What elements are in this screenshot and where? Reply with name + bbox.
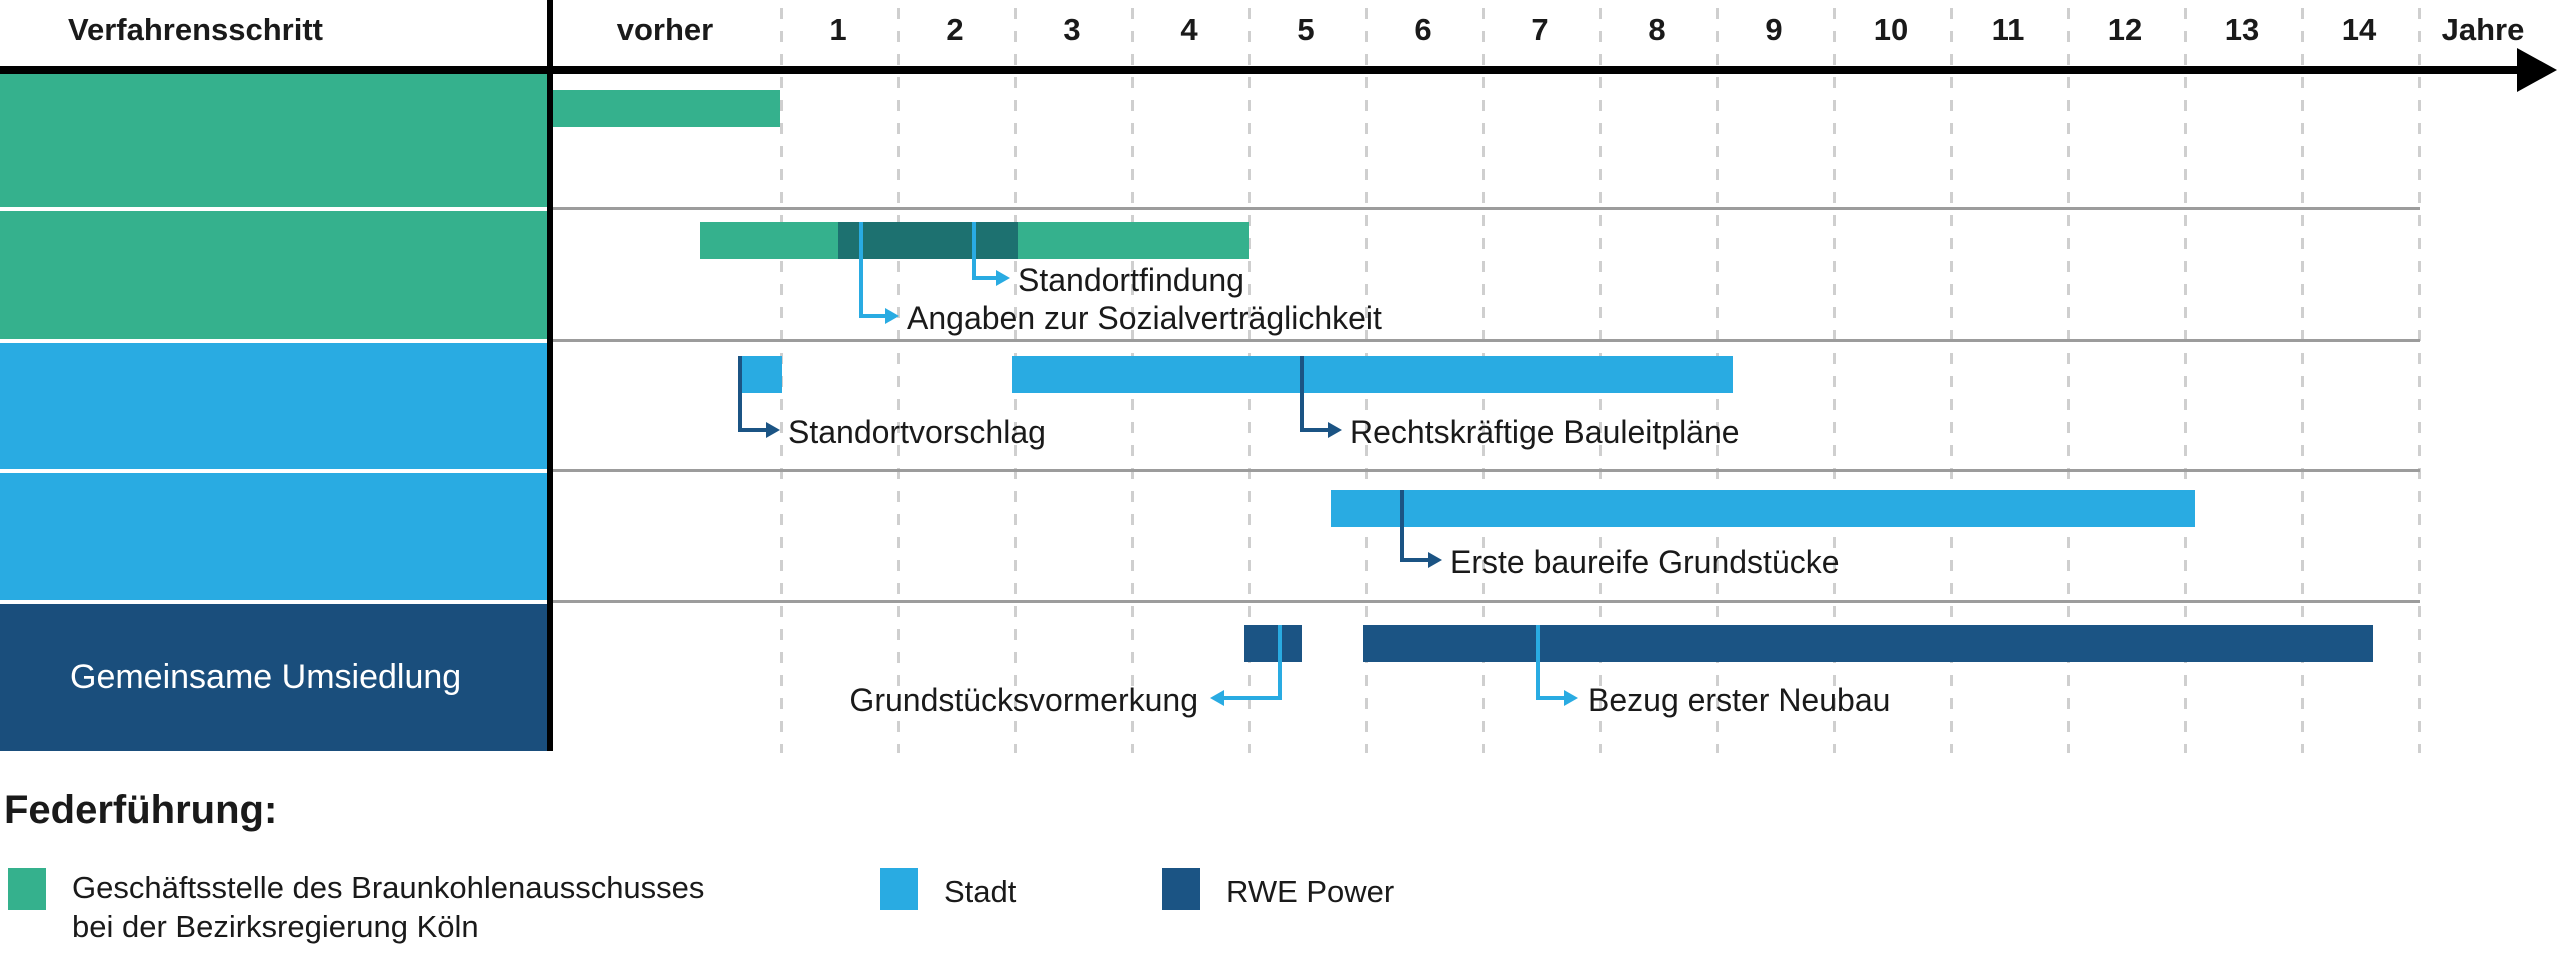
axis-tick-1: 1 [829,12,847,47]
legend-label-line2: bei der Bezirksregierung Köln [72,909,479,944]
legend-label-stadt: Stadt [944,874,1017,909]
annotation-bauleitplaene: Rechtskräftige Bauleitpläne [1350,414,1740,450]
timeline-axis-line [0,66,2545,74]
arrow-right-icon [996,270,1010,286]
connector-line [1536,625,1540,700]
axis-tick-12: 12 [2107,12,2143,47]
axis-tick-13: 13 [2224,12,2260,47]
bar-row5-short [1244,625,1302,662]
axis-tick-7: 7 [1531,12,1549,47]
axis-tick-10: 10 [1873,12,1909,47]
annotation-standortvorschlag: Standortvorschlag [788,414,1046,450]
connector-line [1278,625,1282,700]
axis-tick-9: 9 [1765,12,1783,47]
connector-line [1300,356,1304,432]
row-label-box-2 [0,211,547,339]
row-separator [553,339,2420,342]
annotation-neubau: Bezug erster Neubau [1588,682,1891,718]
annotation-vormerkung: Grundstücksvormerkung [849,682,1198,718]
legend-label-rwe-power: RWE Power [1226,874,1395,909]
row-label-box-5: Gemeinsame Umsiedlung [0,604,547,751]
connector-line [972,276,996,280]
connector-line [859,314,885,318]
label-column-divider [547,0,553,751]
legend-swatch-lightblue [880,868,918,910]
row-label-box-3 [0,343,547,469]
connector-line [1400,558,1428,562]
year-gridline [1950,8,1953,753]
bar-row1-vorher [553,90,780,127]
timeline-axis-arrowhead-icon [2517,48,2557,92]
axis-unit-jahre: Jahre [2441,12,2525,47]
arrow-right-icon [885,308,899,324]
axis-tick-11: 11 [1991,12,2025,47]
year-gridline [2301,8,2304,753]
arrow-left-icon [1210,690,1224,706]
arrow-right-icon [1328,422,1342,438]
year-gridline [2418,8,2421,753]
legend-swatch-green [8,868,46,910]
connector-line [972,222,976,280]
row-separator [553,207,2420,210]
row-separator [553,600,2420,603]
connector-line [1400,490,1404,562]
bar-row5-long [1363,625,2373,662]
axis-tick-14: 14 [2341,12,2377,47]
connector-line [738,428,766,432]
legend-label-line1: Geschäftsstelle des Braunkohlenausschuss… [72,870,705,905]
year-gridline [897,8,900,753]
row-label-box-4 [0,473,547,600]
axis-tick-8: 8 [1648,12,1666,47]
connector-line [859,222,863,318]
column-header-verfahrensschritt: Verfahrensschritt [68,12,323,47]
bar-row3-short [738,356,782,393]
year-gridline [2184,8,2187,753]
year-gridline [2067,8,2070,753]
axis-tick-6: 6 [1414,12,1432,47]
arrow-right-icon [766,422,780,438]
connector-line [1536,696,1564,700]
axis-tick-2: 2 [946,12,964,47]
bar-row2-highlight [838,222,1018,259]
row-label-box-1 [0,74,547,207]
connector-line [738,356,742,432]
legend-swatch-darkblue [1162,868,1200,910]
connector-line [1224,696,1282,700]
axis-tick-5: 5 [1297,12,1315,47]
arrow-right-icon [1428,552,1442,568]
legend-heading: Federführung: [4,788,278,832]
row-label-text: Gemeinsame Umsiedlung [70,658,462,696]
axis-tick-3: 3 [1063,12,1081,47]
axis-label-vorher: vorher [616,12,714,47]
bar-row4 [1331,490,2195,527]
bar-row3-long [1012,356,1733,393]
legend-label-geschaeftsstelle: Geschäftsstelle des Braunkohlenausschuss… [72,868,704,946]
connector-line [1300,428,1328,432]
annotation-grundstuecke: Erste baureife Grundstücke [1450,544,1840,580]
annotation-standortfindung: Standortfindung [1018,262,1244,298]
axis-tick-4: 4 [1180,12,1198,47]
annotation-angaben: Angaben zur Sozialverträglichkeit [907,300,1382,336]
row-separator [553,469,2420,472]
year-gridline [1833,8,1836,753]
arrow-right-icon [1564,690,1578,706]
